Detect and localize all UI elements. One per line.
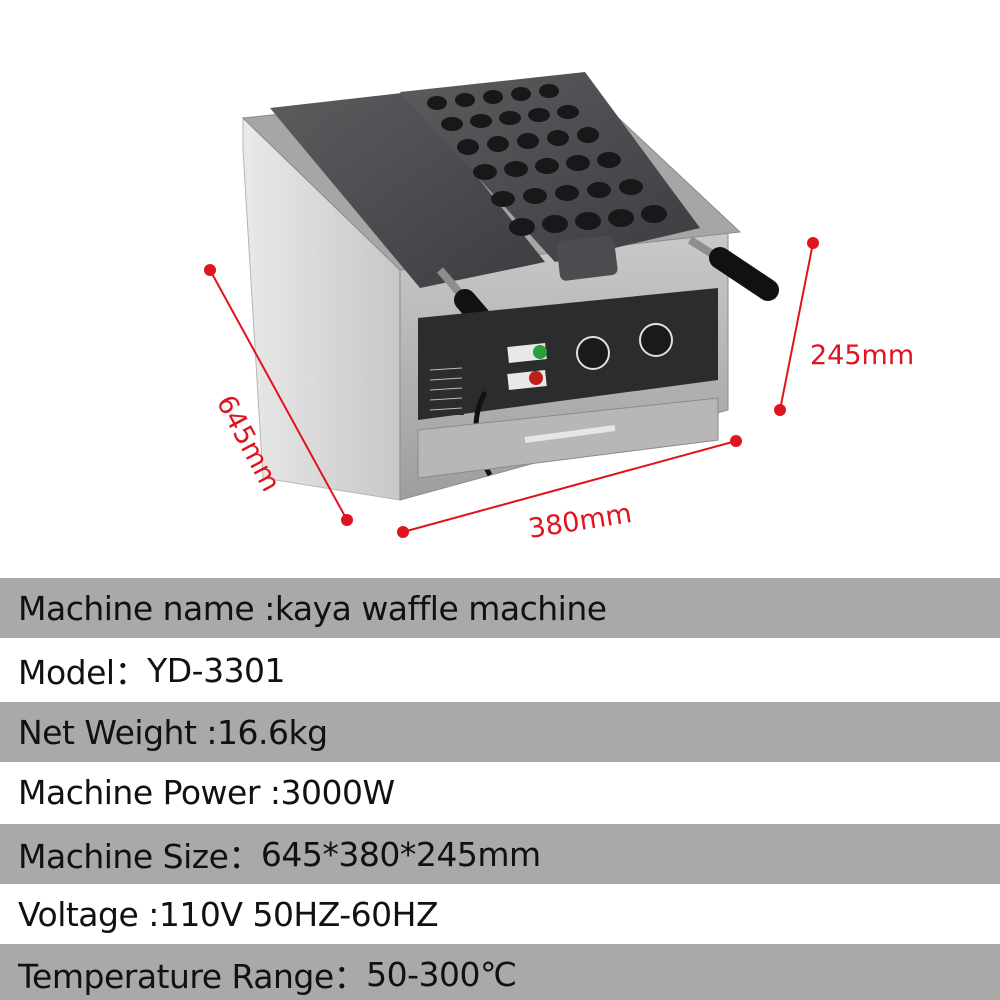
spec-label: Machine Power : [18,772,281,812]
depth-dimension-line [209,269,348,521]
spec-row: Net Weight : 16.6kg [0,702,1000,762]
spec-row: Voltage : 110V 50HZ-60HZ [0,884,1000,944]
width-dimension-line [402,440,737,533]
spec-row: Machine name : kaya waffle machine [0,578,1000,638]
height-dimension-dot-bottom [774,404,786,416]
spec-row: Machine Power : 3000W [0,762,1000,822]
height-dimension-line [779,242,814,411]
width-dimension-dot-right [730,435,742,447]
spec-row: Machine Size： 645*380*245mm [0,824,1000,884]
spec-label: Machine name : [18,588,275,628]
right-handle-grip [709,247,779,301]
spec-value: 50-300℃ [366,954,517,994]
waffle-machine-illustration [204,72,819,538]
drip-drawer [417,397,719,479]
spec-value: 645*380*245mm [260,834,541,874]
width-dimension-dot-left [397,526,409,538]
heat-indicator-light [529,371,543,385]
depth-dimension-dot-bottom [341,514,353,526]
temperature-chart [428,360,464,415]
spec-value: 16.6kg [217,712,328,752]
spec-label: Machine Size： [18,837,261,876]
spec-label: Net Weight : [18,712,218,752]
mold-holes [427,84,667,236]
spec-label: Model： [18,653,148,692]
spec-value: kaya waffle machine [274,588,607,628]
height-dimension-dot-top [807,237,819,249]
drawer-handle [524,425,616,443]
hinge [556,235,618,281]
spec-row: Model： YD-3301 [0,640,1000,700]
spec-value: 3000W [280,772,396,812]
height-dimension-label: 245mm [810,340,915,371]
control-panel [418,288,718,420]
spec-label: Voltage : [18,894,159,934]
spec-value: YD-3301 [147,650,286,690]
spec-value: 110V 50HZ-60HZ [158,894,439,934]
depth-dimension-dot-top [204,264,216,276]
flat-plate [270,92,545,288]
product-photo: 645mm 380mm 245mm [204,72,915,545]
spec-row: Temperature Range： 50-300℃ [0,944,1000,1000]
spec-label: Temperature Range： [18,957,367,996]
power-indicator-light [533,345,547,359]
temperature-knob-right [639,323,673,357]
temperature-knob-left [576,336,610,370]
